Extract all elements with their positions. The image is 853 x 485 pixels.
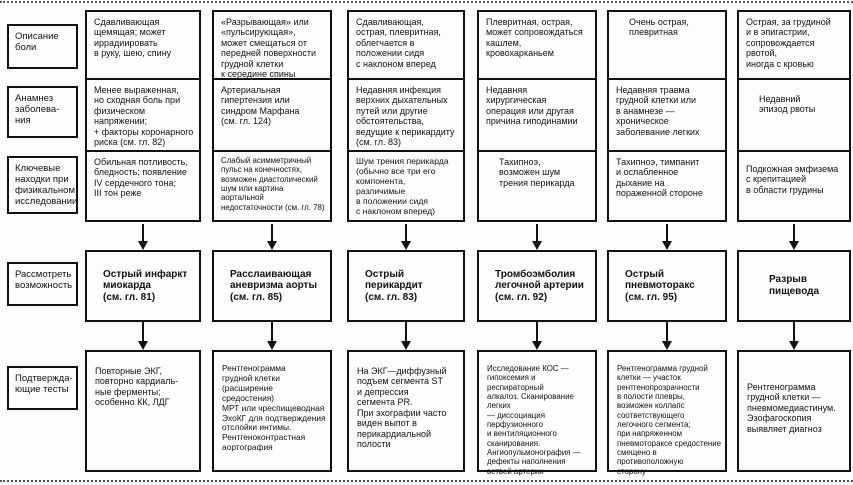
- row-label-key-findings: Ключевые находки при физикальном исследо…: [7, 156, 78, 214]
- arrow-head: [789, 241, 799, 250]
- tests-box-esophagus: Рентгенограмма грудной клетки — пневмоме…: [737, 350, 851, 472]
- row-label-consider: Рассмотреть возможность: [7, 262, 78, 306]
- findings-cell: Шум трения перикарда (обычно все три его…: [347, 150, 465, 222]
- diagnosis-box-esophagus: Разрыв пищевода: [737, 250, 851, 322]
- tests-box-pericarditis: На ЭКГ—диффузный подъем сегмента ST и де…: [347, 350, 465, 472]
- arrow-shaft: [405, 224, 407, 241]
- column-stack-mi: Сдавливающая щемящая; может иррадиироват…: [85, 10, 201, 222]
- pain-description-cell: Очень острая, плевритная: [607, 10, 727, 80]
- arrow-head: [662, 241, 672, 250]
- arrow-head: [138, 341, 148, 350]
- down-arrow: [788, 224, 800, 250]
- arrow-shaft: [793, 322, 795, 341]
- arrow-head: [267, 241, 277, 250]
- arrow-shaft: [271, 224, 273, 241]
- down-arrow: [661, 322, 673, 350]
- column-stack-aneurysm: «Разрывающая» или «пульсирующая», может …: [212, 10, 332, 222]
- diagnosis-box-pericarditis: Острый перикардит (см. гл. 83): [347, 250, 465, 322]
- anamnesis-cell: Недавняя хирургическая операция или друг…: [477, 78, 597, 152]
- column-stack-esophagus: Острая, за грудиной и в эпигастрии, сопр…: [737, 10, 851, 222]
- findings-cell: Слабый асимметричный пульс на конечностя…: [212, 150, 332, 222]
- down-arrow: [400, 224, 412, 250]
- down-arrow: [137, 224, 149, 250]
- tests-box-pneumothorax: Рентгенограмма грудной клетки — участок …: [607, 350, 727, 476]
- column-stack-pericarditis: Сдавливающая, острая, плевритная, облегч…: [347, 10, 465, 222]
- down-arrow: [531, 322, 543, 350]
- tests-box-mi: Повторные ЭКГ, повторно кардиаль- ные фе…: [85, 350, 201, 472]
- pain-description-cell: Плевритная, острая, может сопровождаться…: [477, 10, 597, 80]
- arrow-shaft: [666, 224, 668, 241]
- arrow-head: [662, 341, 672, 350]
- row-label-confirm-tests: Подтвержда- ющие тесты: [7, 366, 78, 410]
- arrow-shaft: [271, 322, 273, 341]
- arrow-head: [401, 341, 411, 350]
- arrow-head: [532, 341, 542, 350]
- column-stack-embolism: Плевритная, острая, может сопровождаться…: [477, 10, 597, 222]
- arrow-shaft: [142, 224, 144, 241]
- findings-cell: Подкожная эмфизема с крепитацией в облас…: [737, 150, 851, 222]
- diagnosis-box-mi: Острый инфаркт миокарда (см. гл. 81): [85, 250, 201, 322]
- arrow-head: [267, 341, 277, 350]
- arrow-shaft: [142, 322, 144, 341]
- anamnesis-cell: Менее выраженная, но сходная боль при фи…: [85, 78, 201, 152]
- arrow-shaft: [405, 322, 407, 341]
- down-arrow: [400, 322, 412, 350]
- diagnosis-box-pneumothorax: Острый пневмоторакс (см. гл. 95): [607, 250, 727, 322]
- pain-description-cell: Сдавливающая щемящая; может иррадиироват…: [85, 10, 201, 80]
- pain-description-cell: «Разрывающая» или «пульсирующая», может …: [212, 10, 332, 80]
- arrow-head: [138, 241, 148, 250]
- pain-description-cell: Острая, за грудиной и в эпигастрии, сопр…: [737, 10, 851, 80]
- anamnesis-cell: Недавняя инфекция верхних дыхательных пу…: [347, 78, 465, 152]
- down-arrow: [531, 224, 543, 250]
- pain-description-cell: Сдавливающая, острая, плевритная, облегч…: [347, 10, 465, 80]
- column-stack-pneumothorax: Очень острая, плевритная Недавняя травма…: [607, 10, 727, 222]
- diagnosis-box-aneurysm: Расслаивающая аневризма аорты (см. гл. 8…: [212, 250, 332, 322]
- arrow-head: [789, 341, 799, 350]
- findings-cell: Обильная потливость, бледность; появлени…: [85, 150, 201, 222]
- down-arrow: [661, 224, 673, 250]
- anamnesis-cell: Недавняя травма грудной клетки или в ана…: [607, 78, 727, 152]
- arrow-shaft: [793, 224, 795, 241]
- findings-cell: Тахипноэ, тимпанит и ослабленное дыхание…: [607, 150, 727, 222]
- down-arrow: [266, 224, 278, 250]
- down-arrow: [266, 322, 278, 350]
- row-label-anamnesis: Анамнез заболева- ния: [7, 86, 78, 138]
- anamnesis-cell: Артериальная гипертензия или синдром Мар…: [212, 78, 332, 152]
- tests-box-aneurysm: Рентгенограмма грудной клетки (расширени…: [212, 350, 332, 472]
- arrow-shaft: [666, 322, 668, 341]
- arrow-head: [532, 241, 542, 250]
- top-dashed-border: [0, 1, 853, 3]
- tests-box-embolism: Исследование КОС — гипоксемия и респират…: [477, 350, 597, 476]
- down-arrow: [137, 322, 149, 350]
- bottom-dashed-border: [0, 480, 853, 482]
- anamnesis-cell: Недавний эпизод рвоты: [737, 78, 851, 152]
- arrow-shaft: [536, 224, 538, 241]
- diagnosis-box-embolism: Тромбоэмболия легочной артерии (см. гл. …: [477, 250, 597, 322]
- arrow-shaft: [536, 322, 538, 341]
- down-arrow: [788, 322, 800, 350]
- arrow-head: [401, 241, 411, 250]
- row-label-pain-description: Описание боли: [7, 24, 78, 69]
- findings-cell: Тахипноэ, возможен шум трения перикарда: [477, 150, 597, 222]
